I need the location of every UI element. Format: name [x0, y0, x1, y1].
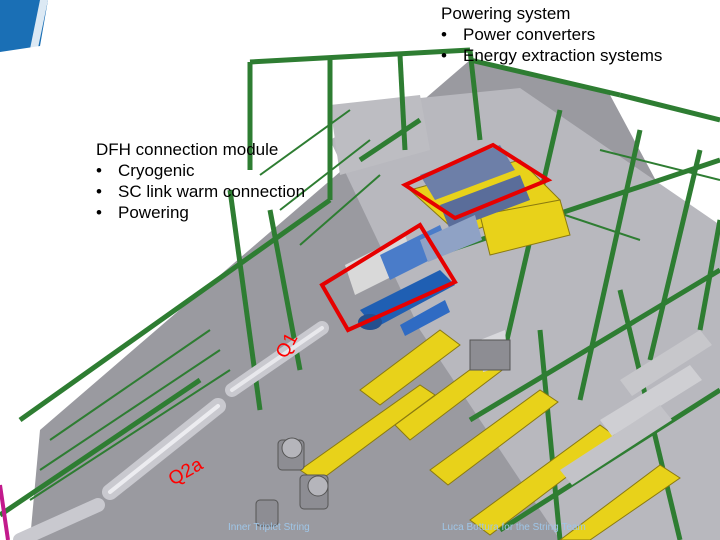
powering-system-title: Powering system — [441, 4, 571, 23]
dfh-module-callout: DFH connection module Cryogenic SC link … — [96, 139, 305, 223]
steel-frame-thin — [29, 109, 720, 501]
powering-system-list: Power converters Energy extraction syste… — [441, 24, 662, 66]
list-item: Power converters — [441, 24, 662, 45]
test-equipment — [255, 339, 511, 527]
footer-right-text: Luca Bottura for the String Team — [442, 522, 586, 533]
dfh-module-title: DFH connection module — [96, 140, 279, 159]
footer-left-text: Inner Triplet String — [228, 522, 310, 533]
yellow-supports — [299, 159, 681, 540]
logo-mark — [0, 0, 48, 52]
highlight-frames — [319, 142, 553, 333]
list-item: Powering — [96, 202, 305, 223]
powering-system-callout: Powering system Power converters Energy … — [441, 3, 662, 66]
dfh-module-list: Cryogenic SC link warm connection Poweri… — [96, 160, 305, 223]
cryostat-tubes — [13, 321, 329, 540]
list-item: Cryogenic — [96, 160, 305, 181]
edge-marker — [0, 484, 10, 540]
list-item: SC link warm connection — [96, 181, 305, 202]
list-item: Energy extraction systems — [441, 45, 662, 66]
